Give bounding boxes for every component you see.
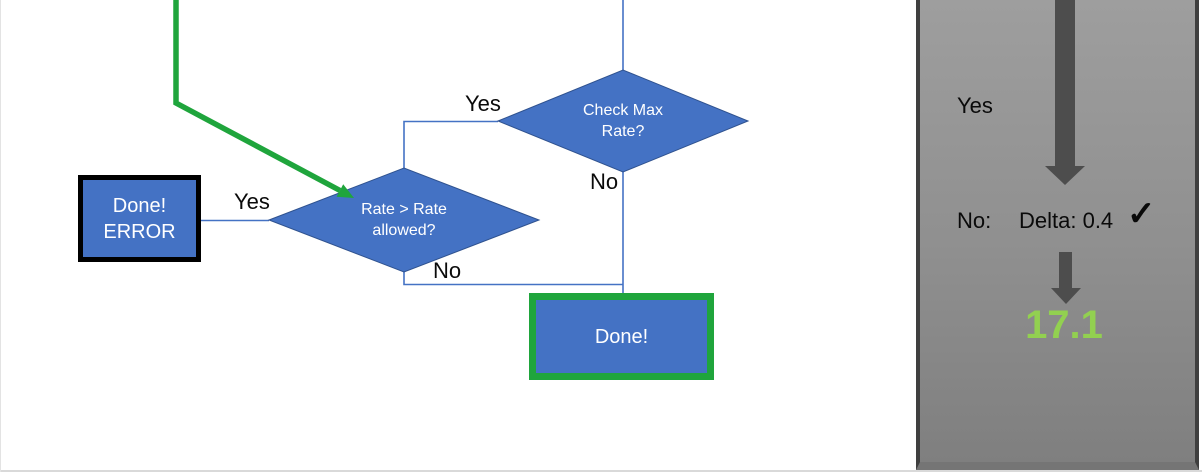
done-error-box: Done! ERROR — [78, 175, 201, 262]
down-arrow-large-shaft — [1055, 0, 1075, 166]
edge-label-check-max-no: No — [590, 169, 619, 194]
rate-allowed-diamond — [267, 167, 541, 273]
rate-allowed-label: Rate > Rate allowed? — [361, 201, 447, 239]
down-arrow-large-head-icon — [1045, 166, 1085, 185]
down-arrow-small-head-icon — [1051, 288, 1081, 304]
down-arrow-small-shaft — [1059, 252, 1072, 288]
done-box: Done! — [529, 293, 714, 380]
panel-delta-value: Delta: 0.4 — [1019, 208, 1114, 233]
green-flow-arrow-line — [173, 0, 342, 193]
connector-check-max-yes — [403, 120, 498, 168]
slide-bottom-edge — [1, 470, 1202, 472]
edge-label-rate-allowed-yes: Yes — [234, 189, 270, 214]
panel-no-label: No: — [957, 208, 992, 233]
green-flow-arrowhead — [336, 184, 354, 198]
edge-label-rate-allowed-no: No — [433, 258, 462, 283]
check-max-rate-diamond — [496, 69, 750, 173]
panel-yes-label: Yes — [957, 93, 993, 118]
connector-rate-allowed-no — [403, 272, 623, 286]
edge-label-check-max-yes: Yes — [465, 91, 501, 116]
result-value: 17.1 — [1025, 303, 1103, 347]
checkmark-icon: ✓ — [1127, 195, 1156, 233]
check-max-rate-label: Check Max Rate? — [582, 102, 664, 140]
